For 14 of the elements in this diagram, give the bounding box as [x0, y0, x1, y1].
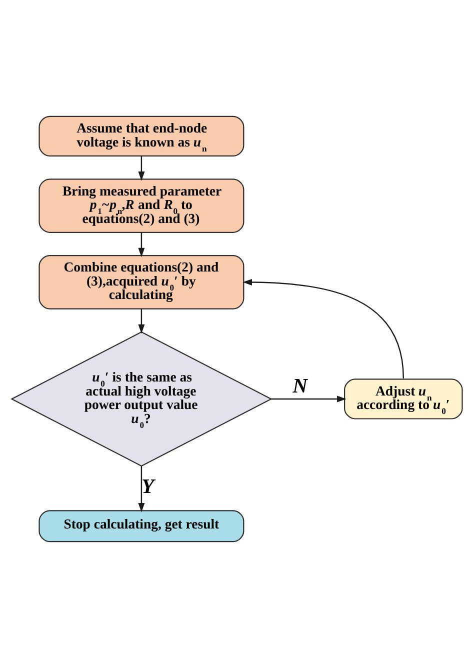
- arrow: [138, 156, 145, 181]
- node-box: Adjust u$_{n}$ according to u$_{0}$′: [344, 378, 463, 420]
- arrow: [242, 278, 404, 378]
- arrow: [138, 232, 145, 258]
- arrow: [138, 308, 145, 334]
- node-box: Assume that end-node voltage is known as u$_{n}$: [38, 116, 244, 156]
- edge-label: Y: [141, 476, 154, 498]
- node-box: Combine equations(2) and (3),acquired u$_{0}$′ by calculating: [38, 255, 244, 310]
- node-box: Stop calculating, get result: [38, 510, 244, 542]
- arrow: [138, 466, 145, 512]
- edge-label: N: [292, 375, 308, 398]
- arrow: [271, 396, 346, 402]
- node-diamond: u$_{0}$′ is the same as actual high voltage power output value u$_{0}$?: [10, 331, 272, 467]
- node-box: Bring measured parameter p$_{1}$~p$_{n}$,R and R$_{0}$ to equations(2) and (3): [38, 178, 244, 233]
